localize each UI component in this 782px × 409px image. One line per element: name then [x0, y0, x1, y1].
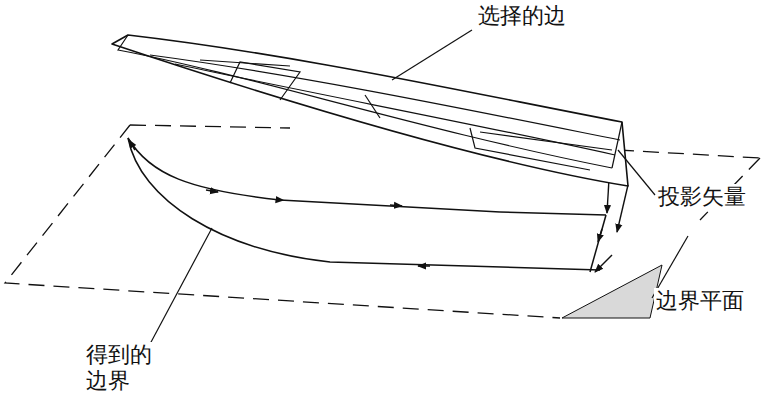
boundary-plane — [5, 125, 760, 318]
callout-label: 投影矢量 — [656, 184, 748, 210]
callout-label: 边界平面 — [654, 288, 746, 314]
wing-surface — [112, 35, 628, 186]
result-label: 得到的 边界 — [84, 342, 168, 395]
plane-patch — [562, 265, 662, 318]
wing-structure — [118, 35, 622, 170]
leader-line — [150, 30, 688, 344]
callout-label: 选择的边 — [476, 3, 568, 29]
